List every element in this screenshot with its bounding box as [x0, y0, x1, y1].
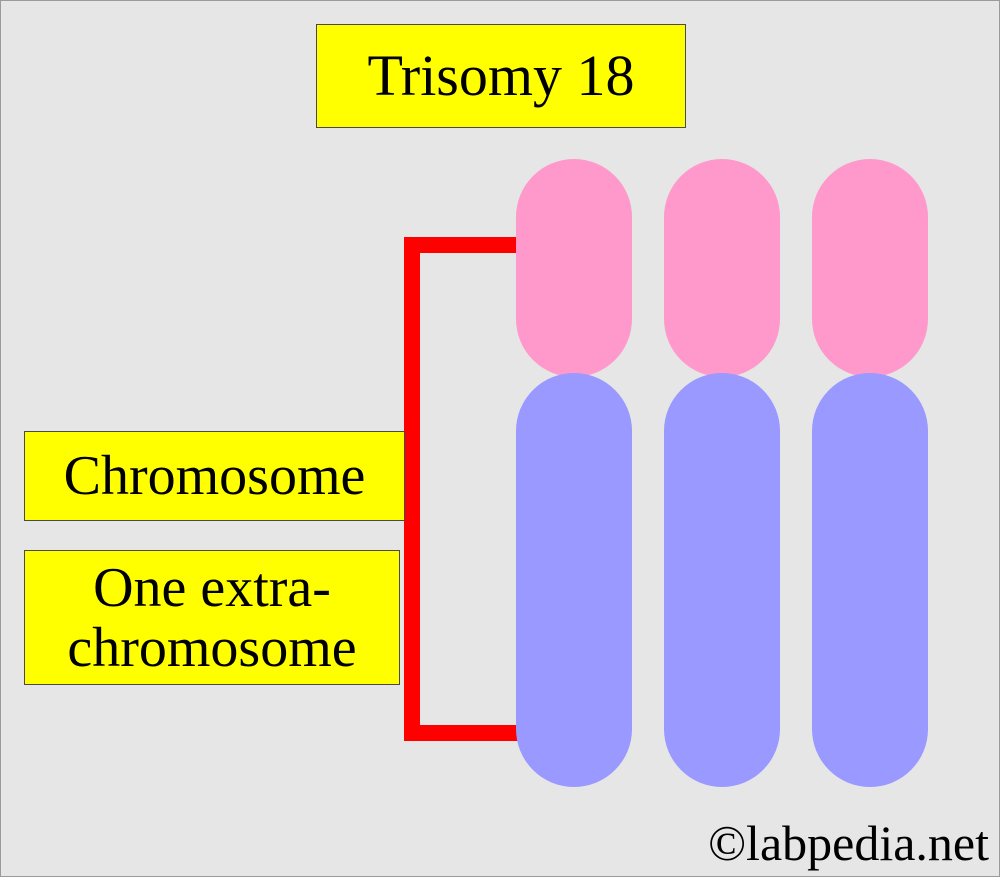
title-text: Trisomy 18: [367, 43, 635, 108]
chromosome-3-p-arm: [812, 159, 928, 377]
extra-label-line-2: chromosome: [67, 616, 357, 679]
chromosome-2-p-arm: [664, 159, 780, 377]
chromosome-2-q-arm: [664, 373, 780, 787]
chromosome-label-text: Chromosome: [63, 445, 366, 507]
extra-chromosome-label: One extra- chromosome: [24, 550, 400, 685]
chromosome-3-q-arm: [812, 373, 928, 787]
diagram-title: Trisomy 18: [316, 24, 686, 128]
chromosome-label: Chromosome: [24, 431, 405, 521]
extra-label-line-1: One extra-: [93, 556, 331, 619]
bracket-line: [404, 237, 522, 741]
chromosome-1-p-arm: [516, 159, 632, 377]
watermark-text: ©labpedia.net: [708, 815, 989, 871]
chromosome-1-q-arm: [516, 373, 632, 787]
